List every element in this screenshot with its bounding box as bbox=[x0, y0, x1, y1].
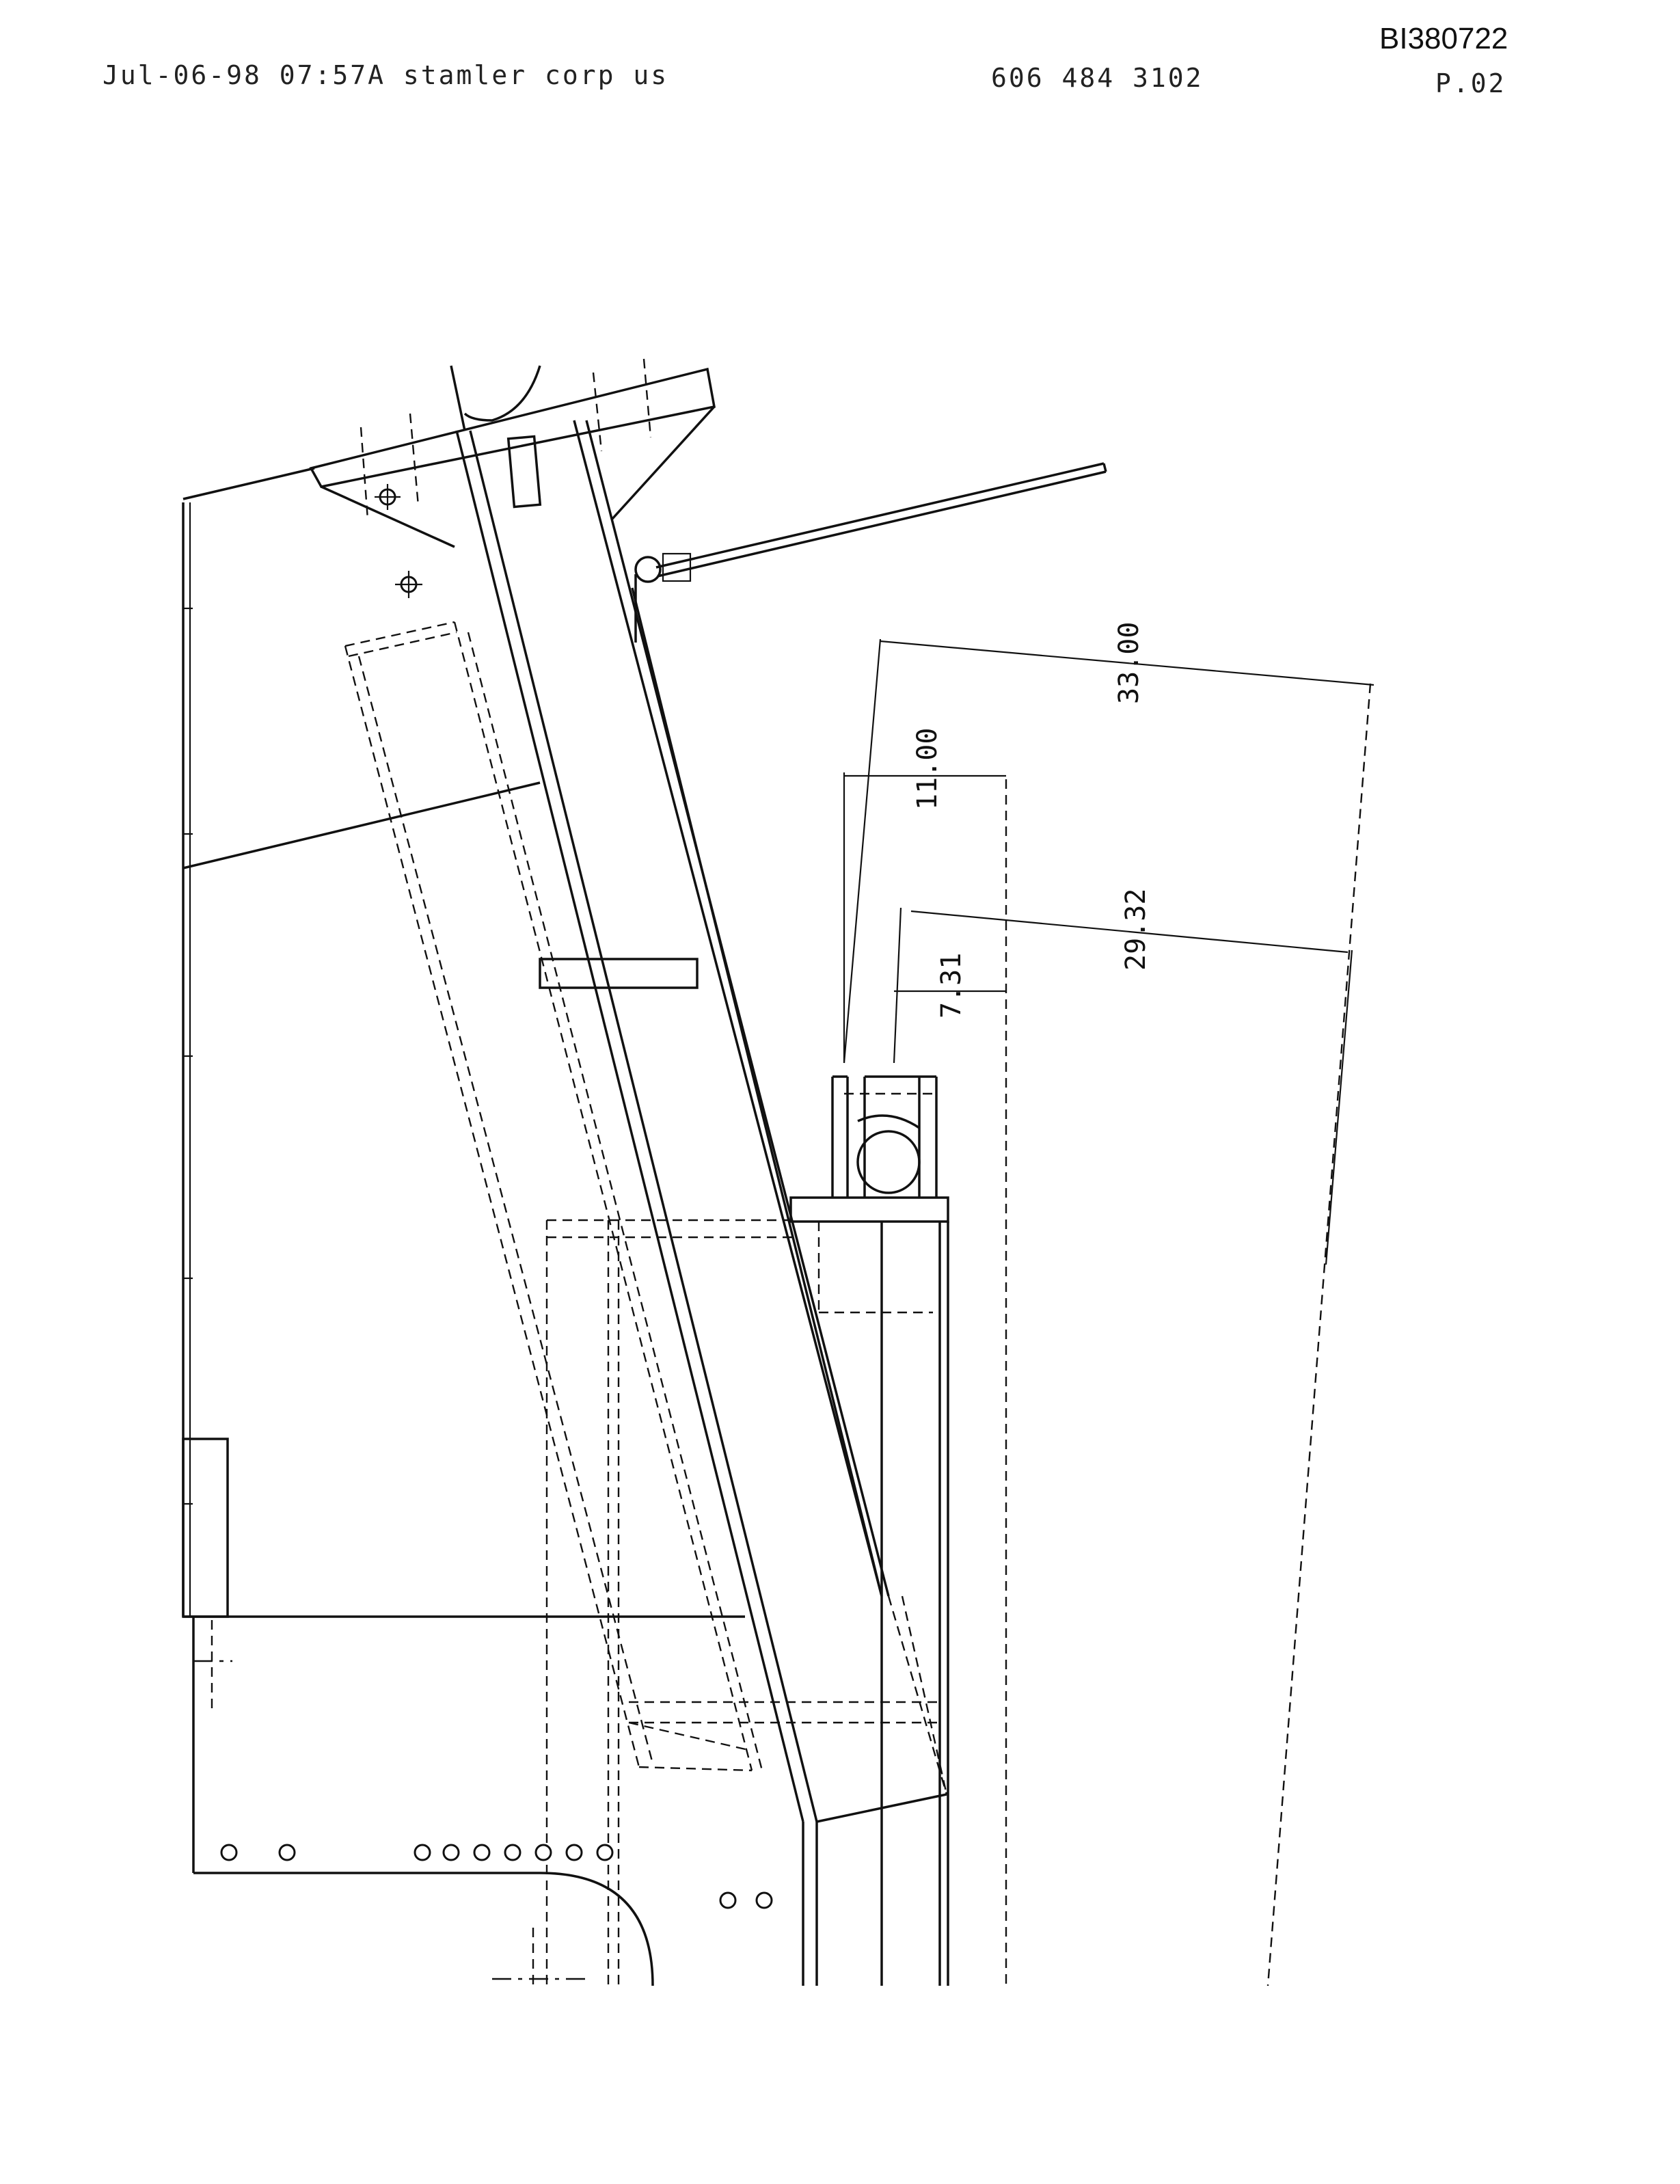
fax-phone-number: 606 484 3102 bbox=[991, 63, 1204, 93]
bottom-holes bbox=[220, 1844, 773, 1909]
hidden-box-slanted bbox=[344, 621, 763, 1772]
extension-arm bbox=[634, 462, 1107, 643]
document-id: BI380722 bbox=[1379, 22, 1508, 55]
body-outline bbox=[182, 467, 745, 1986]
reference-lines bbox=[1005, 683, 1372, 1986]
top-bracket bbox=[309, 358, 716, 598]
dimension-29: 29.32 bbox=[1120, 889, 1152, 971]
dimension-lines bbox=[843, 638, 1374, 1064]
fax-header-line: Jul-06-98 07:57A stamler corp us bbox=[103, 60, 669, 90]
dimension-33: 33.00 bbox=[1113, 622, 1145, 704]
fax-page-number: P.02 bbox=[1435, 68, 1506, 98]
dimension-labels: 33.00 11.00 29.32 7.31 bbox=[912, 622, 1152, 1019]
dimension-11: 11.00 bbox=[912, 728, 943, 810]
hinge-assembly bbox=[789, 1075, 949, 1986]
dimension-7: 7.31 bbox=[936, 953, 967, 1019]
boom-member bbox=[455, 420, 947, 1986]
hidden-lower-frame bbox=[193, 1219, 948, 1986]
